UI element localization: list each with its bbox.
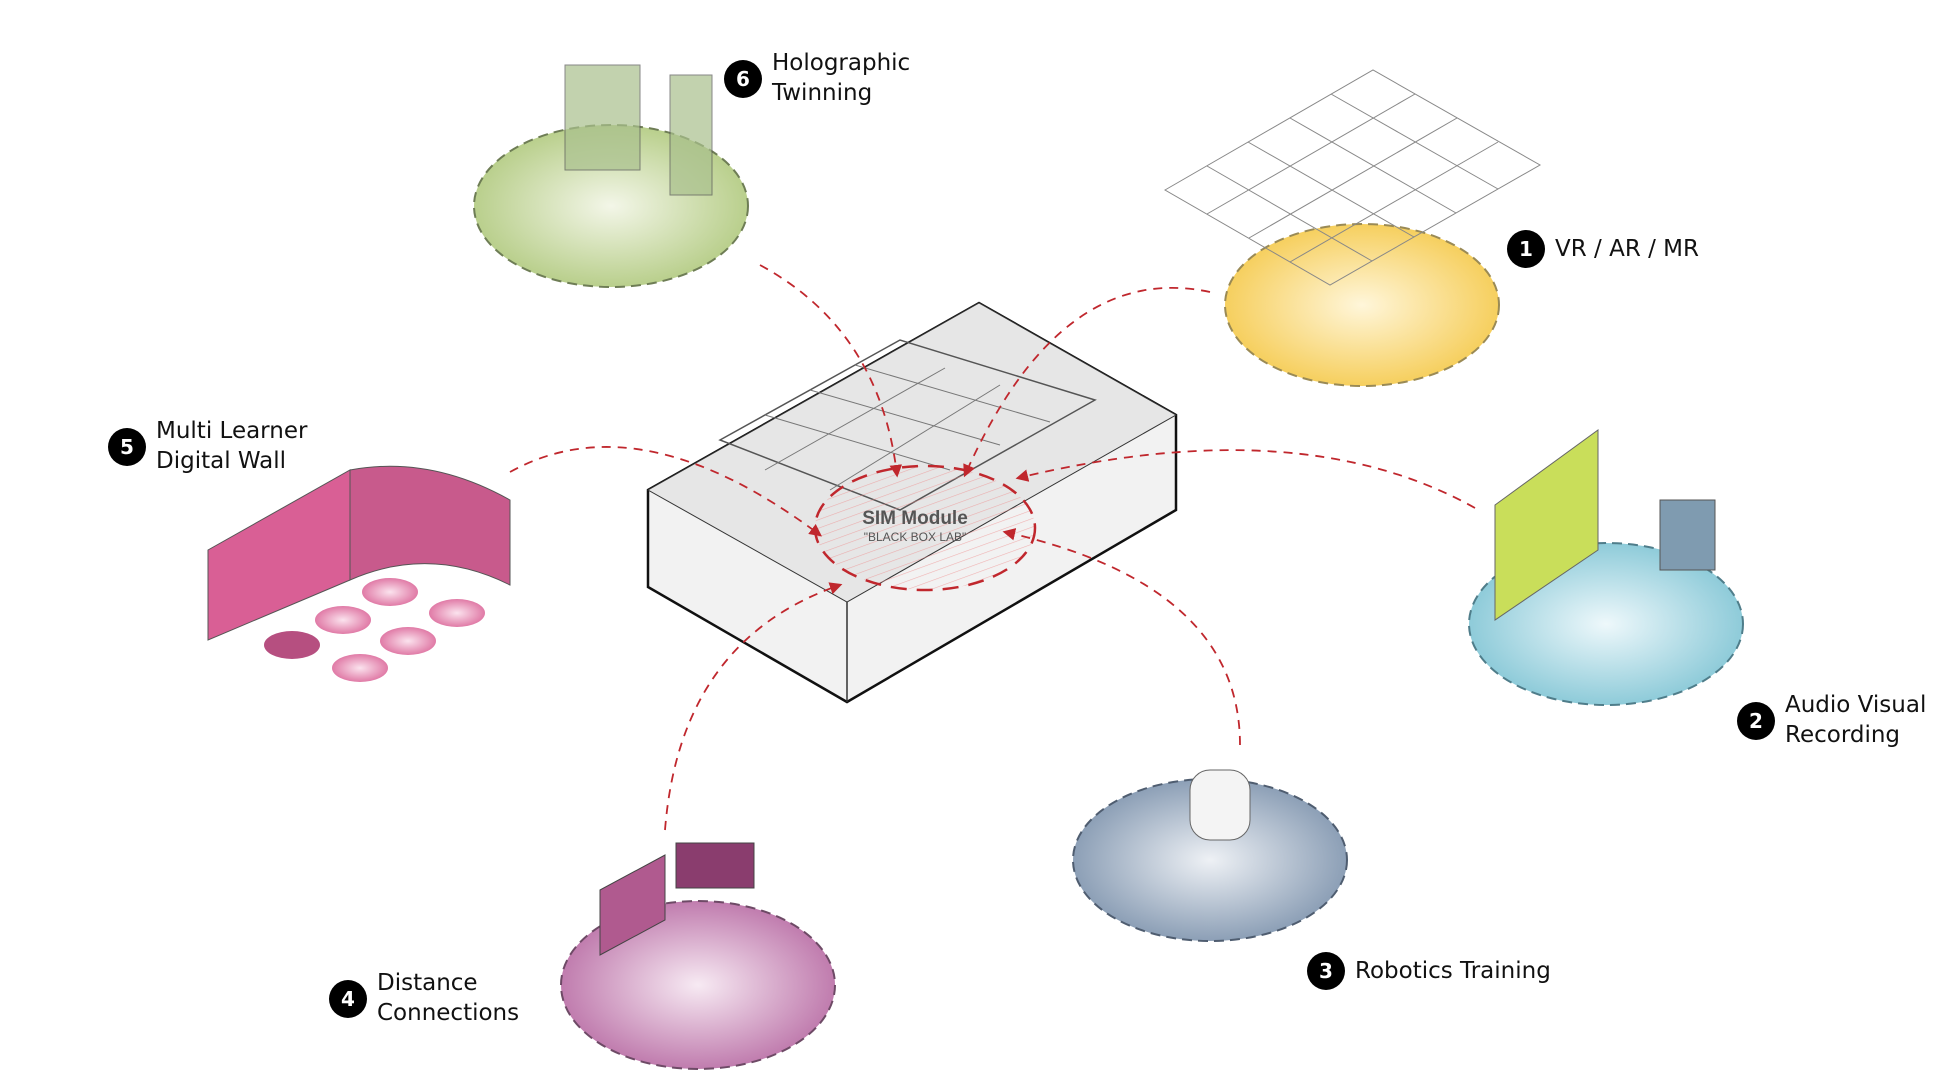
sim-module-title: SIM Module	[862, 508, 968, 529]
vr-ceiling-grid	[1163, 69, 1542, 286]
module-title-line2: Connections	[377, 1000, 520, 1026]
digital-wall	[207, 465, 511, 682]
number-badge: 1	[1507, 230, 1545, 268]
number-badge: 5	[108, 428, 146, 466]
connection-arrows	[509, 264, 1476, 831]
number-badge: 2	[1737, 702, 1775, 740]
number-badge: 4	[329, 980, 367, 1018]
sim-module-label: SIM Module "BLACK BOX LAB"	[830, 508, 1000, 544]
module-title-line2: Digital Wall	[156, 448, 287, 474]
module-title: VR / AR / MR	[1555, 236, 1699, 262]
distance-platform	[560, 900, 836, 1070]
module-title-line1: Audio Visual	[1785, 692, 1927, 718]
module-3-label: 3 Robotics Training	[1307, 952, 1551, 990]
module-title-line2: Recording	[1785, 722, 1901, 748]
sim-module-subtitle: "BLACK BOX LAB"	[863, 530, 967, 544]
module-title-line1: Distance	[377, 970, 478, 996]
av-green-screen	[1494, 429, 1599, 621]
module-title-line1: Holographic	[772, 50, 911, 76]
holographic-screen	[564, 64, 641, 171]
module-title-line2: Twinning	[772, 80, 873, 106]
number-badge: 6	[724, 60, 762, 98]
number-badge: 3	[1307, 952, 1345, 990]
module-title: Robotics Training	[1355, 958, 1551, 984]
sim-module-building	[646, 301, 1178, 704]
module-1-label: 1 VR / AR / MR	[1507, 230, 1699, 268]
module-title-line1: Multi Learner	[156, 418, 308, 444]
